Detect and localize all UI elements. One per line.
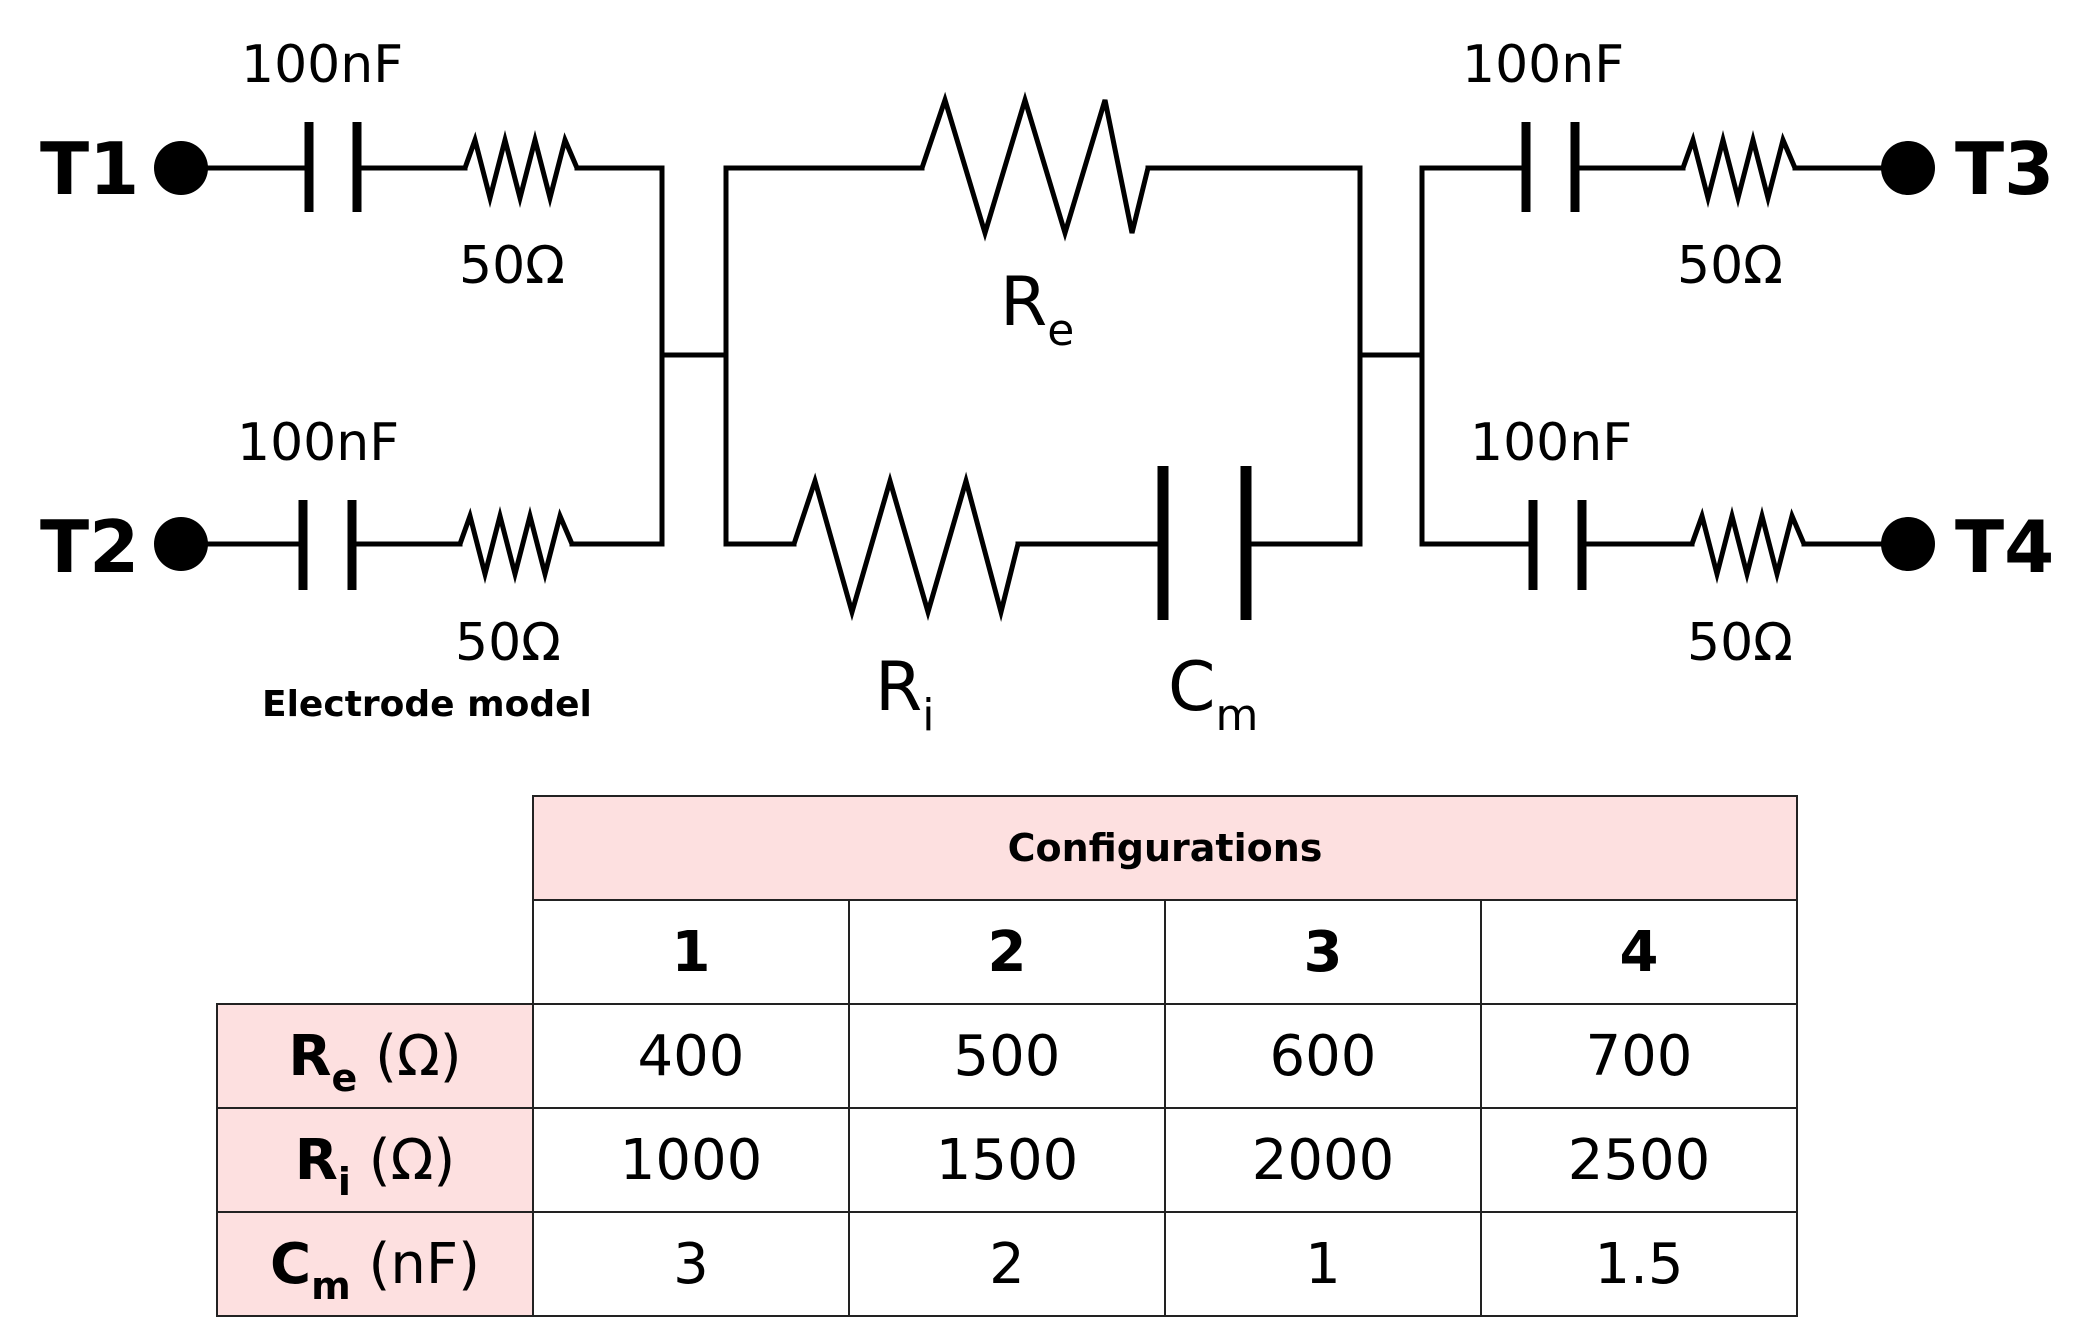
table-cell: 600: [1164, 1003, 1482, 1109]
wire-t2-bus: [569, 352, 665, 547]
column-header-4: 4: [1480, 899, 1798, 1005]
electrode-t2: T2 100nF 50Ω Electrode model: [40, 352, 665, 725]
table-cell: 500: [848, 1003, 1166, 1109]
table-cell: 2500: [1480, 1107, 1798, 1213]
table-cell: 1500: [848, 1107, 1166, 1213]
wire-t1-bus: [574, 165, 665, 358]
electrode-model-caption: Electrode model: [262, 684, 592, 725]
table-group-header-row: Configurations: [217, 795, 1798, 901]
resistor-ri: [791, 471, 1021, 622]
column-header-2: 2: [848, 899, 1166, 1005]
tissue-re-branch: Re: [723, 91, 1363, 356]
capacitor-t4-value: 100nF: [1470, 413, 1632, 473]
terminal-t3-label: T3: [1955, 127, 2054, 211]
table-cell: 2000: [1164, 1107, 1482, 1213]
table-row-re: Re (Ω) 400 500 600 700: [216, 1003, 1798, 1109]
electrode-t3: T3 100nF 50Ω: [1419, 35, 2054, 296]
capacitor-t2-value: 100nF: [237, 413, 399, 473]
column-header-3: 3: [1164, 899, 1482, 1005]
capacitor-t1-value: 100nF: [241, 35, 403, 95]
resistor-t1-value: 50Ω: [459, 236, 565, 296]
table-row-ri: Ri (Ω) 1000 1500 2000 2500: [216, 1107, 1798, 1213]
resistor-re: [919, 91, 1151, 242]
table-cell: 2: [848, 1211, 1166, 1317]
row-header-re: Re (Ω): [216, 1003, 534, 1109]
capacitor-cm-label: Cm: [1168, 648, 1258, 741]
resistor-t4: [1689, 506, 1807, 584]
electrode-t4: T4 100nF 50Ω: [1419, 413, 2054, 673]
terminal-t3-node: [1881, 141, 1935, 195]
resistor-t2: [457, 506, 575, 584]
capacitor-t3-value: 100nF: [1462, 35, 1624, 95]
table-cell: 400: [532, 1003, 850, 1109]
table-corner-blank: [217, 900, 533, 1004]
terminal-t1-label: T1: [40, 127, 139, 211]
table-cell: 1.5: [1480, 1211, 1798, 1317]
table-column-header-row: 1 2 3 4: [217, 899, 1798, 1005]
table-cell: 1000: [532, 1107, 850, 1213]
table-corner-blank: [217, 796, 533, 900]
tissue-ri-cm-branch: Ri Cm: [723, 466, 1363, 741]
resistor-re-label: Re: [1000, 263, 1074, 356]
configurations-table: Configurations 1 2 3 4 Re (Ω) 400 500 60…: [216, 795, 1798, 1317]
table-cell: 3: [532, 1211, 850, 1317]
electrode-t1: T1 100nF 50Ω: [40, 35, 665, 358]
resistor-ri-label: Ri: [875, 648, 934, 741]
terminal-t2-label: T2: [40, 505, 139, 589]
table-row-cm: Cm (nF) 3 2 1 1.5: [216, 1211, 1798, 1317]
resistor-t2-value: 50Ω: [455, 613, 561, 673]
resistor-t3: [1680, 130, 1798, 208]
resistor-t1: [462, 130, 580, 208]
column-header-1: 1: [532, 899, 850, 1005]
terminal-t4-node: [1881, 517, 1935, 571]
resistor-t3-value: 50Ω: [1677, 236, 1783, 296]
row-header-ri: Ri (Ω): [216, 1107, 534, 1213]
row-header-cm: Cm (nF): [216, 1211, 534, 1317]
table-cell: 700: [1480, 1003, 1798, 1109]
table-cell: 1: [1164, 1211, 1482, 1317]
configurations-header: Configurations: [532, 795, 1798, 901]
resistor-t4-value: 50Ω: [1687, 613, 1793, 673]
terminal-t4-label: T4: [1955, 505, 2054, 589]
